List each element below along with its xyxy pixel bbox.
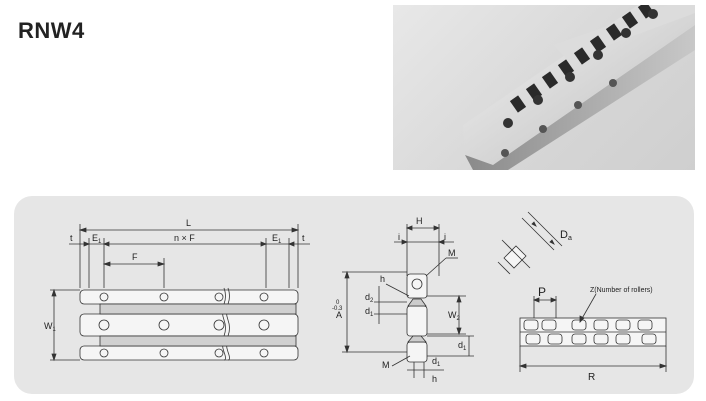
label-d2: d2	[365, 292, 374, 304]
label-M-bottom: M	[382, 360, 390, 370]
label-R: R	[588, 372, 595, 383]
rail-illustration	[463, 5, 695, 170]
cage-view	[518, 293, 668, 372]
product-photo	[393, 5, 695, 170]
label-d1-bottom: d1	[432, 356, 441, 368]
label-t-right: t	[302, 233, 305, 243]
label-E1-right: E1	[272, 233, 282, 245]
label-W1: W1	[44, 321, 57, 333]
section-view	[342, 224, 474, 378]
label-A-tol-top: 0	[336, 300, 340, 306]
label-h-top: h	[380, 274, 385, 284]
side-view	[50, 224, 310, 362]
product-title: RNW4	[18, 18, 85, 43]
label-A-tol-bottom: -0.3	[332, 306, 343, 312]
label-d1: d1	[365, 306, 374, 318]
technical-drawing-panel: L t E1 n × F E1 t F W1 H i i M h A 0 -0.…	[14, 196, 694, 394]
label-P: P	[538, 285, 546, 299]
label-A: A	[336, 310, 342, 320]
dimension-drawing: L t E1 n × F E1 t F W1 H i i M h A 0 -0.…	[44, 211, 668, 384]
label-Z: Z(Number of rollers)	[590, 287, 653, 294]
label-L: L	[186, 218, 191, 228]
label-h-bottom: h	[432, 374, 437, 384]
label-t-left: t	[70, 233, 73, 243]
label-d1-right: d1	[458, 340, 467, 352]
label-i-left: i	[398, 232, 400, 242]
label-Da: Da	[560, 229, 572, 242]
roller-view	[497, 211, 563, 275]
label-F: F	[132, 252, 138, 262]
label-E1-left: E1	[92, 233, 102, 245]
label-H: H	[416, 216, 423, 226]
label-W2: W2	[448, 310, 461, 322]
label-nxF: n × F	[174, 233, 195, 243]
label-M-top: M	[448, 248, 456, 258]
label-i-right: i	[444, 232, 446, 242]
